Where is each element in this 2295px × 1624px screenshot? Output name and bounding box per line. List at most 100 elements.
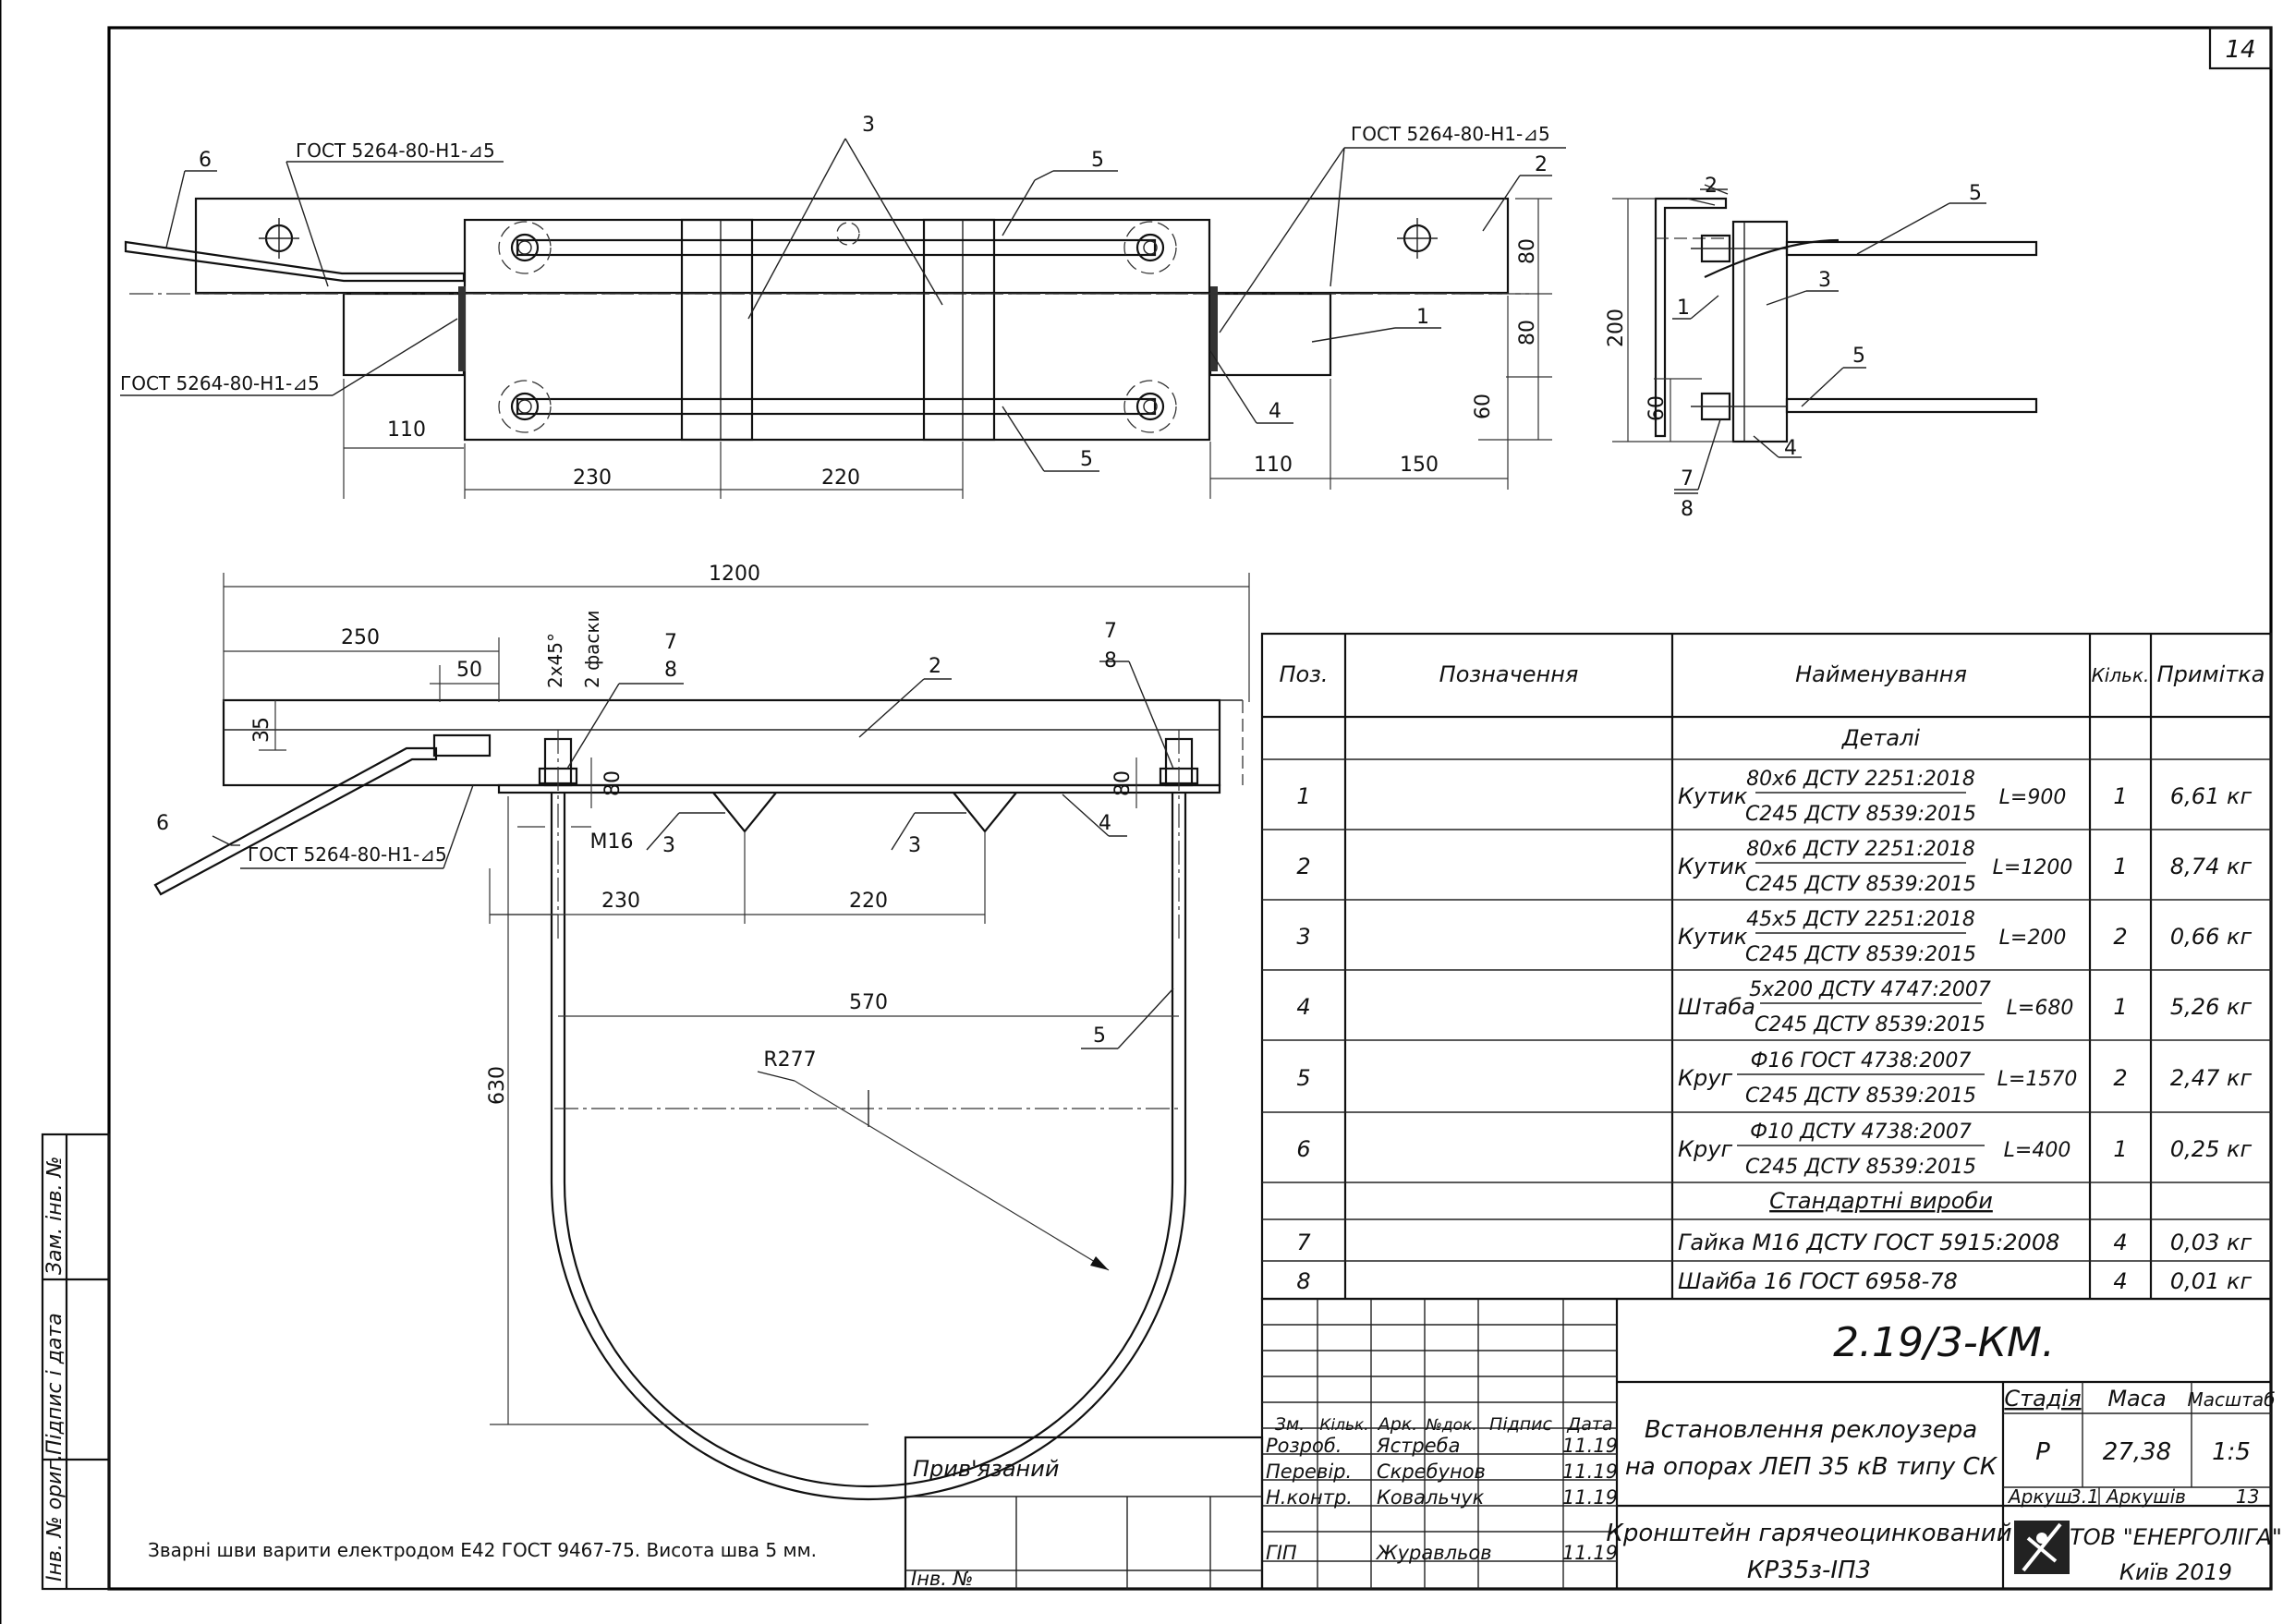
item-line2: КР35з-ІП3 (1747, 1557, 1871, 1584)
org-line1: ТОВ "ЕНЕРГОЛІГА" (2070, 1524, 2282, 1550)
mass-value: 27,38 (2103, 1438, 2171, 1466)
bom-note: 0,66 кг (2170, 924, 2252, 950)
bom-qty: 2 (2113, 1065, 2127, 1091)
signer-role: Розроб. (1266, 1435, 1342, 1457)
front-callout-3-left: 3 (662, 834, 675, 857)
bom-pos: 1 (1296, 783, 1310, 809)
bom-row: 7 Гайка М16 ДСТУ ГОСТ 5915:2008 4 0,03 к… (1296, 1230, 2252, 1255)
plan-callout-4: 4 (1269, 400, 1281, 423)
side-callout-3: 3 (1818, 269, 1831, 292)
col-header-qty: Кільк. (1319, 1416, 1368, 1435)
bom-row: 4 Штаба 5х200 ДСТУ 4747:2007 С245 ДСТУ 8… (1296, 978, 2252, 1036)
signer-row: Розроб. Ястреба 11.19 (1266, 1435, 1618, 1457)
bom-qty: 4 (2113, 1268, 2127, 1294)
scale-value: 1:5 (2212, 1438, 2251, 1466)
plan-callout-3: 3 (862, 114, 875, 137)
bom-header-pos: Поз. (1279, 661, 1328, 687)
project-line2: на опорах ЛЕП 35 кВ типу СК (1625, 1453, 1998, 1481)
bound-label: Прив'язаний (913, 1456, 1059, 1482)
bom-item-bottom: С245 ДСТУ 8539:2015 (1745, 1156, 1976, 1179)
bom-qty: 1 (2113, 1136, 2127, 1162)
front-dim-80-left: 80 (601, 770, 625, 796)
signer-name: Скребунов (1377, 1460, 1486, 1483)
mass-label: Маса (2107, 1386, 2166, 1412)
bom-item-length: L=200 (1999, 927, 2067, 950)
side-stamp-sign: Підпис і дата (43, 1313, 67, 1455)
plan-callout-5-bottom: 5 (1080, 448, 1093, 471)
plan-dim-60: 60 (1472, 394, 1495, 419)
bom-item-bottom: С245 ДСТУ 8539:2015 (1745, 803, 1976, 826)
front-callout-7-right: 7 (1104, 620, 1117, 643)
signer-row: Н.контр. Ковальчук 11.19 (1266, 1486, 1618, 1509)
front-dim-220: 220 (849, 890, 888, 913)
signer-name: Журавльов (1375, 1542, 1492, 1564)
col-header-change: Зм. (1275, 1414, 1305, 1435)
signer-row: Перевір. Скребунов 11.19 (1266, 1460, 1618, 1483)
bom-pos: 3 (1296, 924, 1310, 950)
side-callout-1: 1 (1677, 297, 1690, 320)
side-callout-7: 7 (1681, 467, 1694, 491)
signer-date: 11.19 (1562, 1460, 1618, 1483)
bom-header-note: Примітка (2157, 661, 2265, 687)
side-view (1654, 197, 2038, 443)
bom-item-length: L=1200 (1993, 856, 2073, 879)
bom-item-name: Штаба (1678, 994, 1755, 1020)
bom-item-name: Круг (1678, 1136, 1732, 1162)
front-dimensions (223, 573, 1250, 1425)
signer-role: Н.контр. (1266, 1486, 1353, 1509)
signer-name: Ястреба (1376, 1435, 1460, 1457)
bom-qty: 4 (2113, 1230, 2127, 1255)
plan-dim-230: 230 (573, 467, 612, 490)
front-dim-630: 630 (486, 1066, 509, 1105)
bom-item-name: Гайка М16 ДСТУ ГОСТ 5915:2008 (1678, 1230, 2059, 1255)
bom-item-length: L=1570 (1998, 1068, 2078, 1091)
side-callout-8: 8 (1681, 498, 1694, 521)
project-line1: Встановлення реклоузера (1645, 1416, 1977, 1444)
bom-item-length: L=900 (1999, 786, 2067, 809)
bom-item-bottom: С245 ДСТУ 8539:2015 (1745, 943, 1976, 966)
front-dim-50: 50 (456, 659, 482, 682)
front-callout-4: 4 (1099, 812, 1111, 835)
plan-callout-1: 1 (1416, 306, 1429, 329)
sheets-value: 13 (2236, 1485, 2259, 1508)
sheet-label: Аркуш (2007, 1485, 2072, 1508)
signer-role: Перевір. (1266, 1460, 1352, 1483)
front-callout-7-left: 7 (664, 631, 677, 654)
col-header-sign: Підпис (1489, 1414, 1552, 1435)
plan-dim-80a: 80 (1516, 238, 1539, 264)
stage-label: Стадія (2004, 1386, 2081, 1412)
front-callout-3-right: 3 (908, 834, 921, 857)
bom-pos: 4 (1296, 994, 1310, 1020)
bom-item-bottom: С245 ДСТУ 8539:2015 (1745, 1085, 1976, 1108)
plan-callout-2: 2 (1535, 153, 1548, 176)
bom-note: 0,03 кг (2170, 1230, 2252, 1255)
bom-item-name: Кутик (1678, 924, 1748, 950)
bom-row: 3 Кутик 45х5 ДСТУ 2251:2018 С245 ДСТУ 85… (1296, 908, 2252, 966)
bom-item-length: L=400 (2004, 1139, 2071, 1162)
org-line2: Київ 2019 (2119, 1559, 2232, 1585)
bom-pos: 6 (1296, 1136, 1310, 1162)
side-dim-60: 60 (1645, 395, 1669, 421)
plan-view (124, 197, 1534, 442)
side-stamp (41, 1133, 111, 1591)
bom-pos: 7 (1296, 1230, 1311, 1255)
bom-item-bottom: С245 ДСТУ 8539:2015 (1755, 1013, 1985, 1036)
sheet-value: 3.1 (2070, 1485, 2099, 1508)
side-callout-2: 2 (1705, 175, 1718, 198)
plan-callout-5-top: 5 (1091, 149, 1104, 172)
front-dim-35: 35 (250, 717, 273, 743)
sheets-label: Аркушів (2105, 1485, 2186, 1508)
bom-qty: 1 (2113, 854, 2127, 879)
side-callout-4: 4 (1784, 437, 1797, 460)
bom-note: 0,01 кг (2170, 1268, 2252, 1294)
front-dim-80-right: 80 (1111, 770, 1135, 796)
signer-date: 11.19 (1562, 1486, 1618, 1509)
signer-date: 11.19 (1562, 1542, 1618, 1564)
bom-note: 2,47 кг (2170, 1065, 2252, 1091)
bom-note: 0,25 кг (2170, 1136, 2252, 1162)
side-callout-5-top: 5 (1969, 182, 1982, 205)
signer-role: ГІП (1266, 1542, 1297, 1564)
plan-dimensions (343, 198, 1552, 499)
front-callout-8-left: 8 (664, 659, 677, 682)
